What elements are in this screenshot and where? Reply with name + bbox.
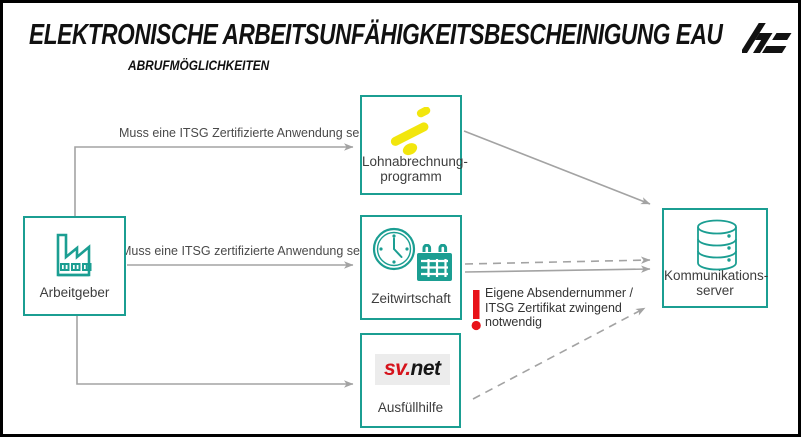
node-lohnabrechnung-label-line1: Lohnabrechnung-: [362, 154, 468, 169]
exclamation-icon: [471, 290, 481, 331]
hs-logo-icon: [740, 23, 792, 53]
edge-label-lohnabrechnung: Muss eine ITSG Zertifizierte Anwendung s…: [119, 126, 370, 140]
warning-line-2: ITSG Zertifikat zwingend: [485, 300, 622, 315]
node-kommserver-label: Kommunikations- server: [664, 268, 769, 298]
payroll-icon: [362, 97, 460, 156]
arrow-arbeitgeber-to-ausfuellhilfe: [76, 316, 354, 388]
node-ausfuellhilfe: sv.net Ausfüllhilfe: [360, 333, 461, 428]
node-zeitwirtschaft-label: Zeitwirtschaft: [371, 291, 451, 306]
svnet-logo-net: net: [410, 357, 442, 380]
page-subtitle-text: ABRUFMÖGLICHKEITEN: [128, 58, 270, 73]
node-arbeitgeber-label: Arbeitgeber: [39, 285, 110, 300]
node-lohnabrechnung-label-line2: programm: [380, 169, 442, 184]
node-kommserver-label-line2: server: [696, 283, 734, 298]
svnet-logo-dot: .: [405, 357, 411, 380]
warning-line-3: notwendig: [485, 315, 542, 329]
warning-line-1: Eigene Absendernummer /: [485, 286, 634, 300]
arrow-lohnabrechnung-to-server: [463, 130, 651, 205]
page-title: ELEKTRONISCHE ARBEITSUNFÄHIGKEITSBESCHEI…: [29, 19, 798, 52]
node-zeitwirtschaft: Zeitwirtschaft: [360, 215, 462, 320]
arrow-arbeitgeber-to-lohnabrechnung: [74, 143, 354, 216]
edge-label-zeitwirtschaft: Muss eine ITSG zertifizierte Anwendung s…: [121, 244, 370, 258]
arrow-zeitwirtschaft-to-server-solid: [464, 265, 651, 273]
hs-logo: [740, 20, 794, 61]
svnet-logo: sv.net: [375, 354, 450, 385]
database-icon: [664, 210, 766, 271]
arrow-zeitwirtschaft-to-server-dashed: [464, 256, 651, 265]
svnet-logo-sv: sv: [384, 357, 406, 380]
factory-icon: [25, 218, 124, 285]
node-kommserver-label-line1: Kommunikations-: [664, 268, 769, 283]
warning-note: Eigene Absendernummer / ITSG Zertifikat …: [485, 286, 633, 330]
node-lohnabrechnung-label: Lohnabrechnung- programm: [362, 154, 468, 184]
node-arbeitgeber: Arbeitgeber: [23, 216, 126, 316]
node-ausfuellhilfe-label: Ausfüllhilfe: [377, 400, 444, 415]
page-title-text: ELEKTRONISCHE ARBEITSUNFÄHIGKEITSBESCHEI…: [29, 19, 723, 51]
node-kommunikationsserver: Kommunikations- server: [662, 208, 768, 308]
node-lohnabrechnungprogramm: Lohnabrechnung- programm: [360, 95, 468, 195]
page-subtitle: ABRUFMÖGLICHKEITEN: [128, 57, 289, 75]
